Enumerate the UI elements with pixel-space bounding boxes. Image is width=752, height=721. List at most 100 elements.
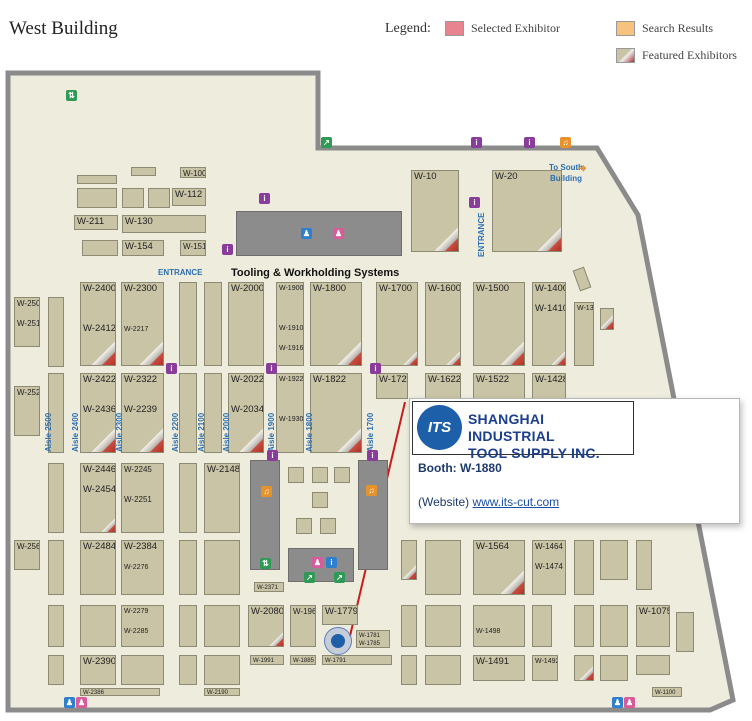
booth-w91[interactable] [77, 188, 117, 208]
booth-w1428[interactable]: W-1428 [532, 373, 566, 399]
booth-b3[interactable] [179, 605, 197, 647]
booth-b4[interactable] [204, 605, 240, 647]
booth-w2504[interactable]: W-2504W-2514 [14, 297, 40, 347]
booth-w1991[interactable]: W-1991 [250, 655, 284, 665]
info-icon-3[interactable]: i [259, 193, 270, 204]
booth-c5[interactable] [296, 518, 312, 534]
booth-w1700[interactable]: W-1700 [376, 282, 418, 366]
booth-r1[interactable] [401, 540, 417, 580]
booth-w1498[interactable]: W-1498 [473, 605, 525, 647]
booth-b8[interactable] [574, 605, 594, 647]
restroom-women-icon[interactable]: ♟ [333, 228, 344, 239]
food-icon[interactable]: ♫ [560, 137, 571, 148]
booth-w2484[interactable]: W-2484 [80, 540, 116, 595]
booth-w2148[interactable]: W-2148 [204, 463, 240, 533]
booth-col-2200d[interactable] [179, 540, 197, 595]
restroom-men-icon-3[interactable]: ♟ [612, 697, 623, 708]
info-icon-2[interactable]: i [524, 137, 535, 148]
booth-col-2200b[interactable] [179, 373, 197, 453]
booth-w1885[interactable]: W-1885 [290, 655, 316, 665]
booth-w1492[interactable]: W-1492 [532, 655, 558, 681]
booth-small-right[interactable] [600, 308, 614, 330]
booth-w2371[interactable]: W-2371 [254, 582, 284, 592]
booth-w1779[interactable]: W-1779 [322, 605, 358, 625]
booth-c2[interactable] [312, 467, 328, 483]
booth-w151[interactable]: W-151 [180, 240, 206, 256]
restroom-men-icon[interactable]: ♟ [301, 228, 312, 239]
booth-col-2500[interactable] [48, 297, 64, 367]
booth-col-2200c[interactable] [179, 463, 197, 533]
booth-w1722[interactable]: W-1722 [376, 373, 408, 399]
booth-c3[interactable] [334, 467, 350, 483]
booth-c-h[interactable] [600, 655, 628, 681]
booth-w1791[interactable]: W-1791 [322, 655, 392, 665]
booth-w118[interactable] [148, 188, 170, 208]
booth-c-i[interactable] [636, 655, 670, 675]
restroom-women-icon-2[interactable]: ♟ [312, 557, 323, 568]
booth-w112[interactable]: W-112 [172, 188, 206, 206]
booth-w93[interactable] [77, 175, 117, 184]
booth-col-2500d[interactable] [48, 540, 64, 595]
escalator-icon[interactable]: ↗ [321, 137, 332, 148]
booth-col-2100b[interactable] [204, 373, 222, 453]
info-blue-icon[interactable]: i [326, 557, 337, 568]
info-icon-7[interactable]: i [266, 363, 277, 374]
booth-col-2100d[interactable] [204, 540, 240, 595]
selected-booth-marker[interactable] [324, 627, 352, 655]
booth-w1960[interactable]: W-1960 [290, 605, 316, 647]
restroom-men-icon-2[interactable]: ♟ [64, 697, 75, 708]
booth-col-2200[interactable] [179, 282, 197, 366]
booth-r4[interactable] [600, 540, 628, 580]
info-icon-4[interactable]: i [469, 197, 480, 208]
food-icon-3[interactable]: ♫ [366, 485, 377, 496]
info-icon-8[interactable]: i [370, 363, 381, 374]
info-icon-5[interactable]: i [222, 244, 233, 255]
booth-col-2100[interactable] [204, 282, 222, 366]
website-link[interactable]: www.its-cut.com [472, 495, 560, 509]
restroom-women-icon-4[interactable]: ♟ [624, 697, 635, 708]
booth-w2528[interactable]: W-2528 [14, 386, 40, 436]
booth-col-2500b[interactable] [48, 373, 64, 453]
booth-w1100[interactable]: W-1100 [652, 687, 682, 697]
booth-b9[interactable] [600, 605, 628, 647]
booth-w1491[interactable]: W-1491 [473, 655, 525, 681]
booth-w20[interactable]: W-20 [492, 170, 562, 252]
stairs-icon[interactable]: ⇅ [66, 90, 77, 101]
booth-c4[interactable] [312, 492, 328, 508]
booth-w1564[interactable]: W-1564 [473, 540, 525, 595]
booth-c-g[interactable] [574, 655, 594, 681]
booth-w97[interactable] [131, 167, 156, 176]
escalator-icon-2[interactable]: ↗ [304, 572, 315, 583]
booth-w1522[interactable]: W-1522 [473, 373, 525, 399]
booth-w154[interactable]: W-154 [122, 240, 164, 256]
stairs-icon-2[interactable]: ⇅ [260, 558, 271, 569]
booth-c-d[interactable] [204, 655, 240, 685]
booth-w2190[interactable]: W-2190 [204, 688, 240, 696]
booth-r2[interactable] [425, 540, 461, 595]
booth-c-e[interactable] [401, 655, 417, 685]
booth-r3[interactable] [574, 540, 594, 595]
booth-b6[interactable] [425, 605, 461, 647]
booth-w2390[interactable]: W-2390 [80, 655, 116, 685]
food-icon-2[interactable]: ♫ [261, 486, 272, 497]
booth-b1[interactable] [48, 605, 64, 647]
booth-w1500[interactable]: W-1500 [473, 282, 525, 366]
booth-c6[interactable] [320, 518, 336, 534]
booth-b7[interactable] [532, 605, 552, 647]
booth-w114[interactable] [122, 188, 144, 208]
booth-w100[interactable]: W-100 [180, 167, 206, 178]
booth-w1300[interactable]: W-1300 [574, 302, 594, 366]
booth-c-f[interactable] [425, 655, 461, 685]
booth-w10[interactable]: W-10 [411, 170, 459, 252]
